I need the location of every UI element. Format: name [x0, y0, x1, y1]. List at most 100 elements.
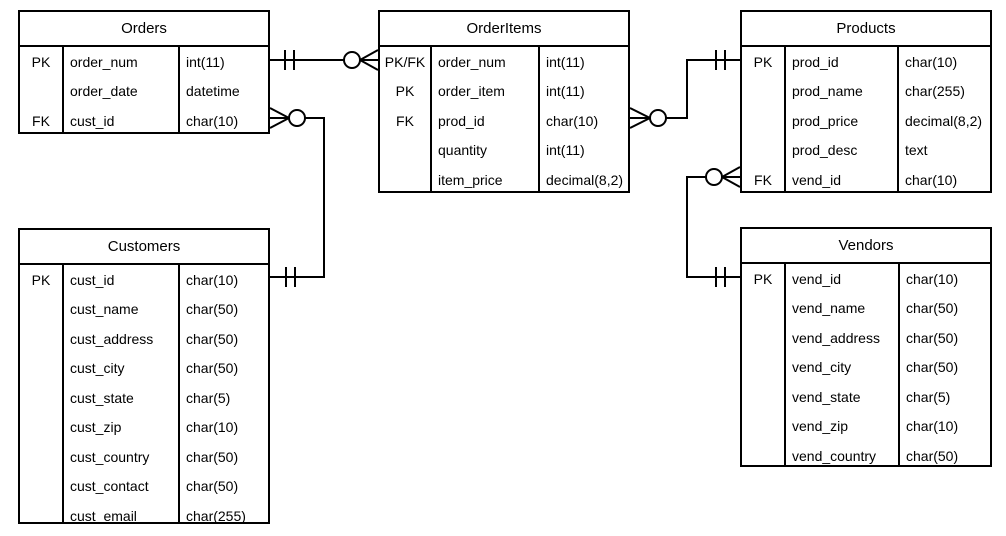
- column-key: PK/FK: [384, 53, 426, 70]
- column-type: char(10): [905, 171, 958, 188]
- key-column-divider: [784, 47, 786, 191]
- column-type: int(11): [546, 83, 585, 100]
- column-row[interactable]: order_date datetime: [20, 77, 268, 107]
- column-name: vend_name: [792, 300, 866, 317]
- column-type: char(10): [186, 271, 239, 288]
- column-name: vend_id: [792, 171, 842, 188]
- column-name: vend_country: [792, 447, 877, 464]
- column-name: prod_desc: [792, 142, 858, 159]
- column-name: vend_city: [792, 359, 852, 376]
- column-type: text: [905, 142, 928, 159]
- column-key: FK: [32, 112, 50, 129]
- column-name: quantity: [438, 142, 488, 159]
- column-type: char(255): [186, 507, 246, 524]
- column-type: char(255): [905, 83, 965, 100]
- column-key: PK: [395, 83, 415, 100]
- name-column-divider: [538, 47, 540, 191]
- column-row[interactable]: vend_country char(50): [742, 441, 990, 471]
- entity-title-products: Products: [742, 12, 990, 47]
- name-column-divider: [178, 265, 180, 522]
- column-name: cust_city: [70, 360, 125, 377]
- column-type: decimal(8,2): [905, 112, 983, 129]
- entity-title-vendors: Vendors: [742, 229, 990, 264]
- name-column-divider: [178, 47, 180, 132]
- column-name: order_item: [438, 83, 505, 100]
- column-type: char(50): [186, 448, 239, 465]
- column-name: order_date: [70, 83, 138, 100]
- column-row[interactable]: FK vend_id char(10): [742, 165, 990, 195]
- column-row[interactable]: prod_name char(255): [742, 77, 990, 107]
- column-key: PK: [31, 271, 51, 288]
- column-type: char(10): [186, 112, 239, 129]
- column-name: prod_name: [792, 83, 863, 100]
- column-row[interactable]: item_price decimal(8,2): [380, 165, 628, 195]
- column-row[interactable]: vend_name char(50): [742, 294, 990, 324]
- column-row[interactable]: PK order_item int(11): [380, 77, 628, 107]
- column-row[interactable]: cust_email char(255): [20, 501, 268, 531]
- column-type: char(50): [906, 300, 959, 317]
- column-type: char(50): [186, 360, 239, 377]
- column-name: order_num: [70, 53, 138, 70]
- entity-title-orders: Orders: [20, 12, 268, 47]
- column-type: int(11): [186, 53, 225, 70]
- key-column-divider: [62, 47, 64, 132]
- relationship-products-orderitems: [629, 50, 740, 129]
- column-name: cust_zip: [70, 419, 122, 436]
- column-name: vend_address: [792, 329, 880, 346]
- column-row[interactable]: prod_desc text: [742, 136, 990, 166]
- column-type: decimal(8,2): [546, 171, 624, 188]
- column-name: cust_name: [70, 301, 139, 318]
- key-column-divider: [62, 265, 64, 522]
- column-name: cust_state: [70, 389, 134, 406]
- column-type: datetime: [186, 83, 240, 100]
- column-type: char(50): [186, 478, 239, 495]
- column-key: PK: [753, 53, 773, 70]
- column-name: cust_id: [70, 112, 115, 129]
- column-name: cust_address: [70, 330, 154, 347]
- column-name: cust_email: [70, 507, 137, 524]
- column-row[interactable]: cust_city char(50): [20, 354, 268, 384]
- column-key: PK: [31, 53, 51, 70]
- column-name: prod_id: [438, 112, 485, 129]
- relationship-customers-orders: [269, 107, 325, 287]
- column-key: FK: [754, 171, 772, 188]
- column-type: char(10): [546, 112, 599, 129]
- entity-title-customers: Customers: [20, 230, 268, 265]
- column-row[interactable]: PK order_num int(11): [20, 47, 268, 77]
- column-name: item_price: [438, 171, 503, 188]
- column-name: vend_id: [792, 270, 842, 287]
- column-name: cust_id: [70, 271, 115, 288]
- column-key: FK: [396, 112, 414, 129]
- column-row[interactable]: FK cust_id char(10): [20, 106, 268, 136]
- column-type: char(50): [906, 447, 959, 464]
- column-type: char(10): [905, 53, 958, 70]
- column-row[interactable]: FK prod_id char(10): [380, 106, 628, 136]
- column-type: char(10): [906, 270, 959, 287]
- column-name: vend_state: [792, 388, 861, 405]
- column-row[interactable]: PK cust_id char(10): [20, 265, 268, 295]
